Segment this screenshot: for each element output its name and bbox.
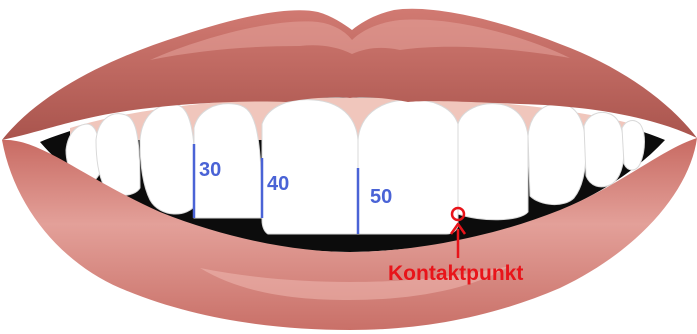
measure-label-40: 40	[267, 173, 289, 195]
tooth-right-4	[584, 113, 624, 187]
tooth-right-canine	[528, 104, 586, 205]
measure-label-30: 30	[199, 159, 221, 181]
callout-label: Kontaktpunkt	[388, 262, 523, 285]
tooth-right-lateral	[458, 104, 528, 220]
tooth-right-central	[358, 100, 458, 234]
tooth-left-central	[262, 100, 358, 234]
measure-label-50: 50	[370, 186, 392, 208]
tooth-right-5	[622, 121, 645, 170]
tooth-left-canine	[140, 104, 196, 214]
